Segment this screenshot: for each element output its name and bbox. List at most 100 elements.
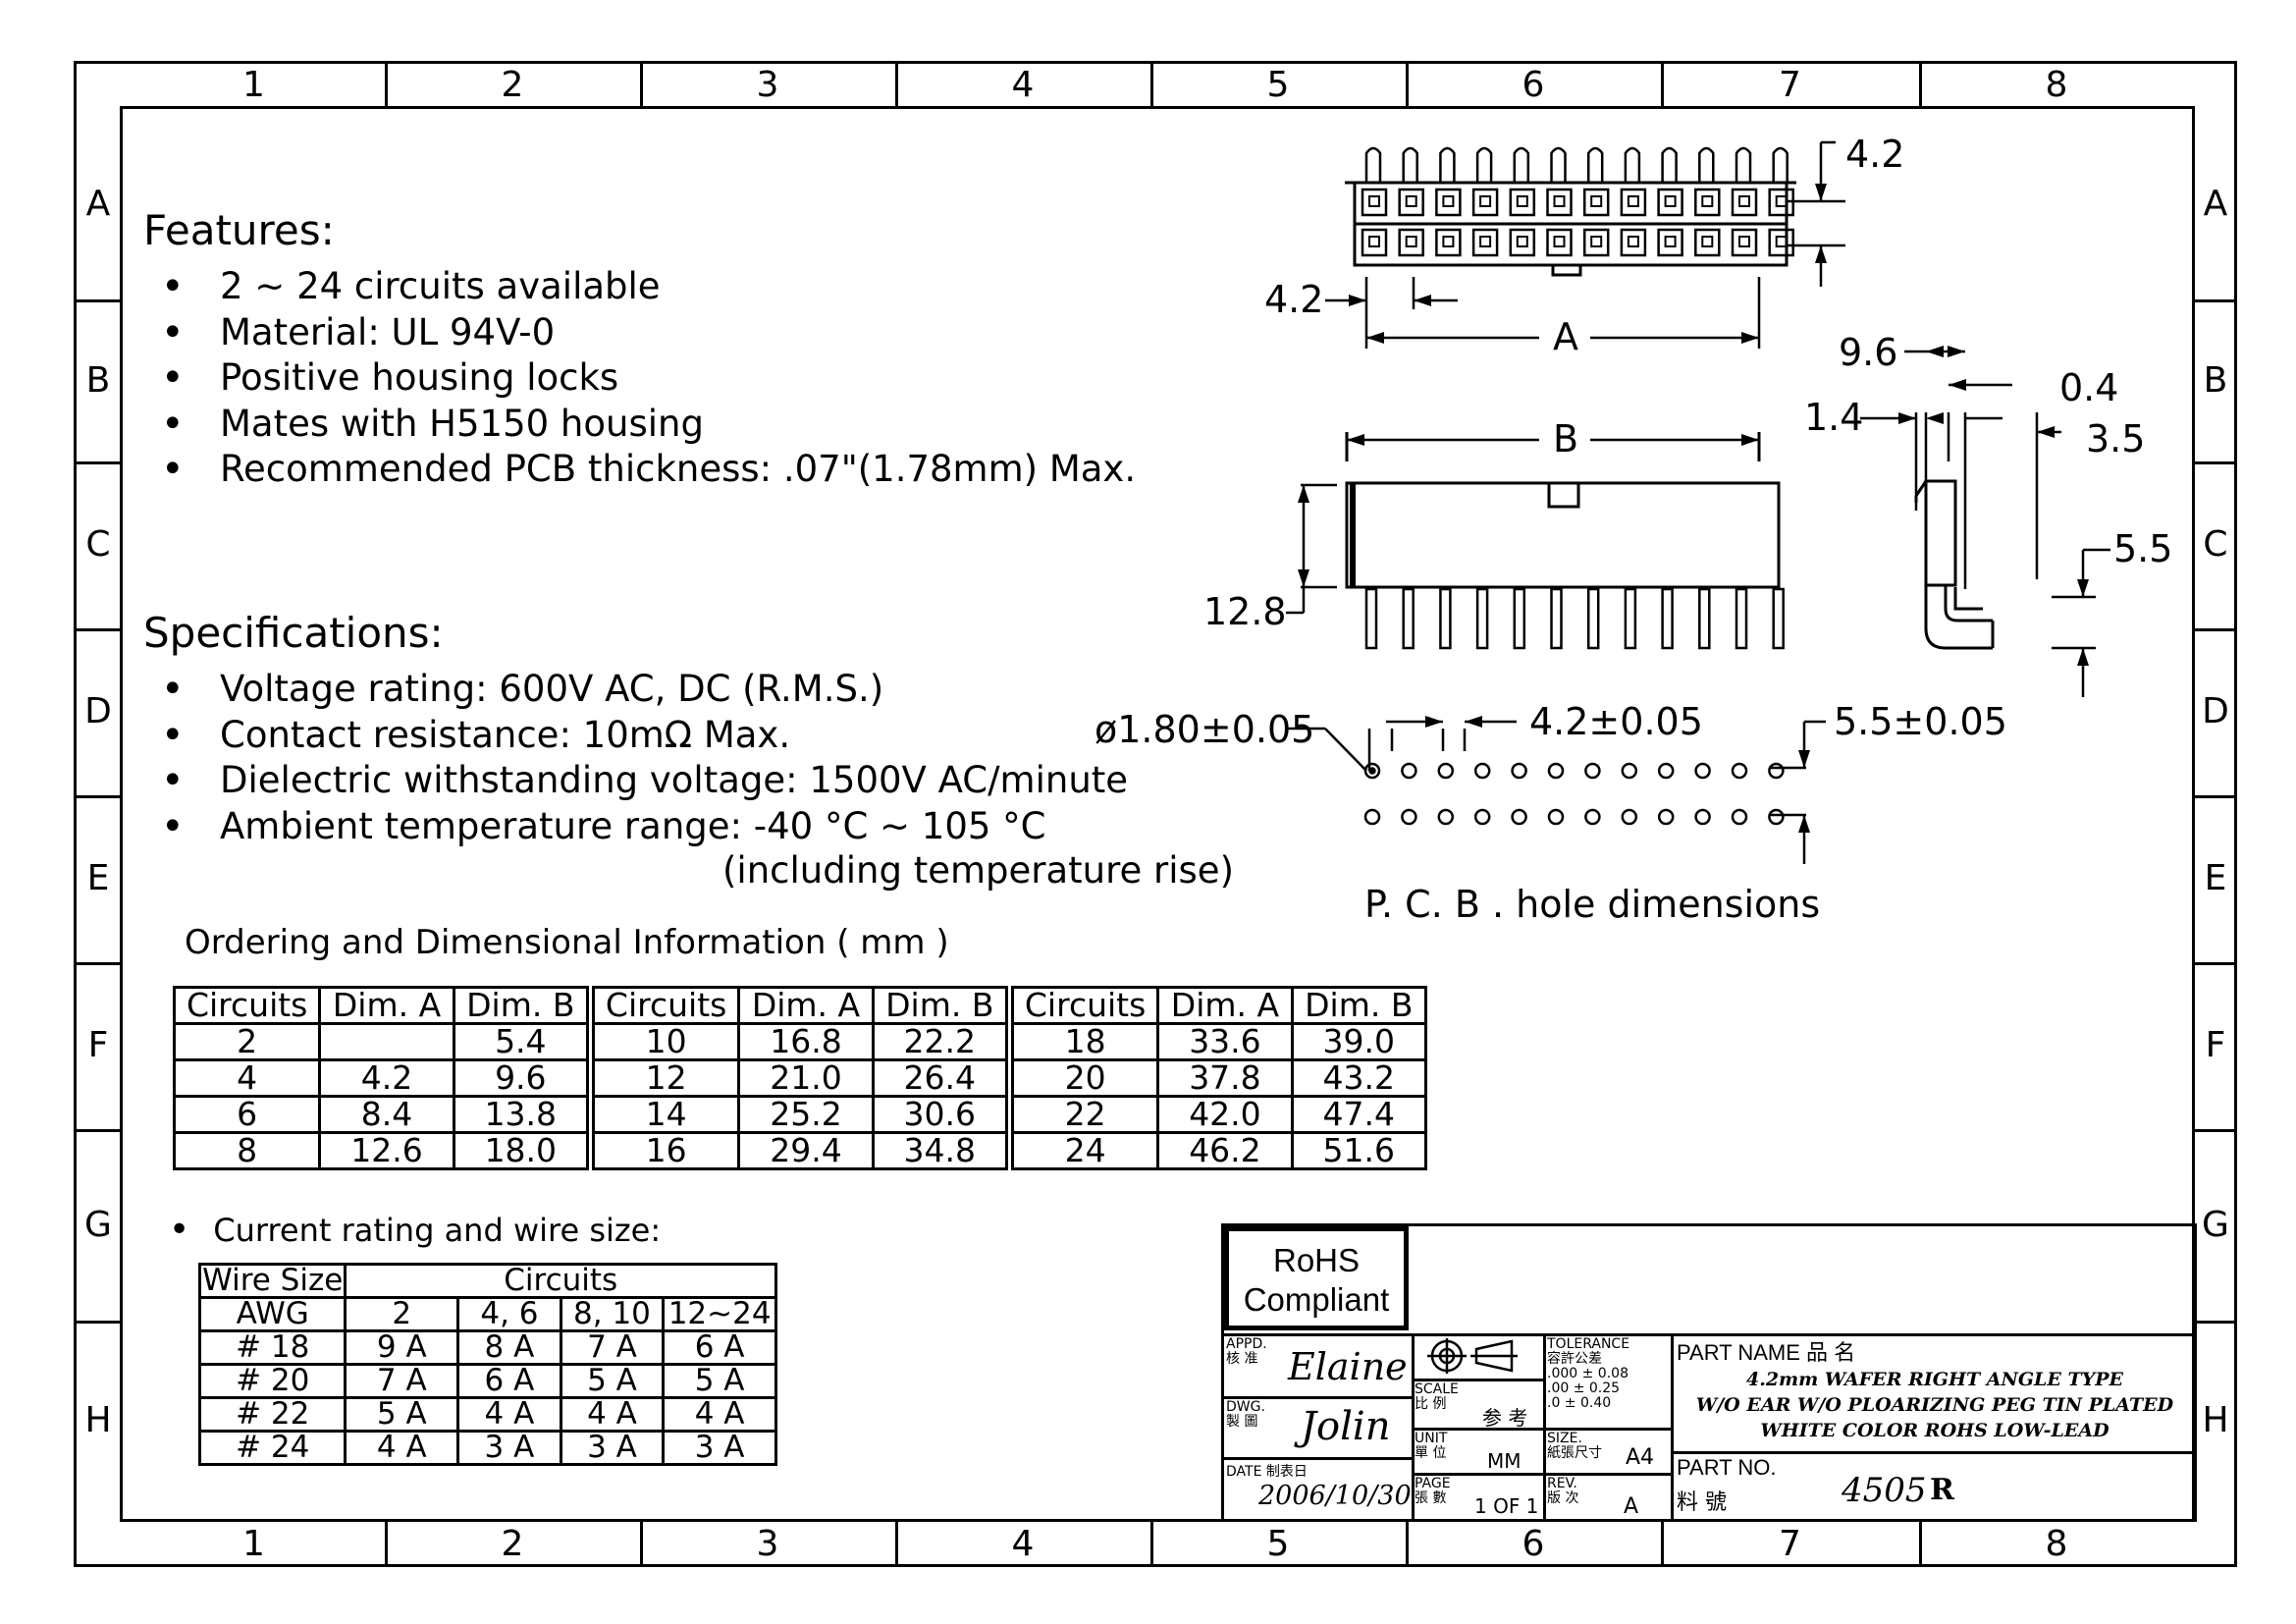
- unit-label-wrap: UNIT 單 位: [1415, 1432, 1447, 1461]
- circuit-group: 2: [344, 1296, 460, 1332]
- cavity-contact: [1738, 195, 1750, 207]
- table-cell: 7 A: [559, 1329, 666, 1366]
- zone-column-label: 4: [1011, 1524, 1035, 1564]
- tolerance-wrap: TOLERANCE 容許公差 .000 ± 0.08 .00 ± 0.25 .0…: [1547, 1337, 1629, 1411]
- table-cell: 8: [172, 1131, 322, 1170]
- specifications-heading: Specifications:: [143, 609, 444, 657]
- specifications-list: Voltage rating: 600V AC, DC (R.M.S.) Con…: [143, 667, 1128, 849]
- spec-item: Contact resistance: 10mΩ Max.: [143, 713, 1128, 759]
- size-cn: 紙張尺寸: [1547, 1445, 1602, 1461]
- cavity-contact: [1664, 236, 1677, 247]
- pin: [1735, 146, 1752, 183]
- rohs-line2: Compliant: [1243, 1281, 1390, 1318]
- pin: [1513, 146, 1530, 183]
- pin: [1550, 146, 1567, 183]
- scale-label: SCALE: [1415, 1381, 1459, 1397]
- zone-column-label: 7: [1779, 65, 1801, 105]
- zone-column-label: 3: [756, 65, 779, 105]
- pin: [1439, 146, 1456, 183]
- dim-left-pitch: 4.2: [1264, 278, 1324, 321]
- page-value: 1 OF 1: [1474, 1494, 1539, 1518]
- cavity: [1582, 188, 1610, 217]
- pin: [1624, 146, 1641, 183]
- zone-divider: [76, 299, 120, 302]
- pcb-hole: [1584, 762, 1601, 780]
- table-cell: 33.6: [1156, 1022, 1294, 1061]
- pin: [1772, 587, 1785, 650]
- zone-divider: [76, 795, 120, 798]
- zone-row-label: C: [85, 524, 111, 565]
- table-cell: 3 A: [456, 1430, 562, 1466]
- zone-divider: [2195, 299, 2236, 302]
- spec-item: Ambient temperature range: -40 °C ~ 105 …: [143, 804, 1128, 850]
- part-name-block: 4.2mm WAFER RIGHT ANGLE TYPE W/O EAR W/O…: [1677, 1367, 2193, 1443]
- spec-item: Dielectric withstanding voltage: 1500V A…: [143, 758, 1128, 804]
- zone-row-label: E: [2204, 858, 2227, 898]
- cavity: [1509, 228, 1536, 257]
- table-cell: 7 A: [344, 1363, 460, 1399]
- zone-row-label: E: [86, 858, 110, 898]
- header-awg: AWG: [197, 1296, 347, 1332]
- zone-column-label: 3: [756, 1524, 779, 1564]
- feature-item: 2 ~ 24 circuits available: [143, 264, 1136, 310]
- zone-row-label: H: [2202, 1399, 2229, 1440]
- specifications-section: Specifications: Voltage rating: 600V AC,…: [143, 609, 1234, 892]
- cavity-contact: [1627, 195, 1639, 207]
- zone-divider: [1406, 1522, 1409, 1565]
- table-cell: 4 A: [344, 1430, 460, 1466]
- pcb-hole: [1768, 762, 1785, 780]
- table-cell: 37.8: [1156, 1058, 1294, 1098]
- rev-label-wrap: REV. 版 次: [1547, 1477, 1578, 1506]
- size-value: A4: [1626, 1445, 1655, 1470]
- table-cell: 4.2: [318, 1058, 455, 1098]
- pcb-hole: [1657, 808, 1675, 826]
- pin: [1772, 146, 1789, 183]
- cavity: [1768, 228, 1794, 257]
- header-wire-size: Wire Size: [197, 1263, 347, 1299]
- cavity-contact: [1405, 195, 1417, 207]
- zone-row-label: A: [2203, 183, 2228, 224]
- dim-a-label: A: [1553, 315, 1578, 358]
- rohs-line1: RoHS: [1272, 1242, 1361, 1278]
- cavity-contact: [1775, 236, 1788, 247]
- pcb-hole: [1511, 762, 1527, 780]
- zone-divider: [1919, 63, 1922, 106]
- cavity-contact: [1553, 236, 1566, 247]
- dim-5-5: 5.5: [2113, 527, 2173, 570]
- page-label-wrap: PAGE 張 數: [1415, 1477, 1451, 1506]
- zone-divider: [640, 1522, 643, 1565]
- zone-divider: [2195, 962, 2236, 965]
- pcb-hole: [1437, 762, 1455, 780]
- table-cell: 9 A: [344, 1329, 460, 1366]
- table-cell: 39.0: [1290, 1022, 1428, 1061]
- cavity-contact: [1590, 236, 1603, 247]
- table-cell: 4 A: [559, 1396, 666, 1433]
- pcb-hole: [1768, 808, 1785, 826]
- table-cell: 4 A: [456, 1396, 562, 1433]
- pcb-caption: P. C. B . hole dimensions: [1364, 883, 1821, 926]
- part-name-label: PART NAME 品 名: [1677, 1340, 1856, 1365]
- pin: [1439, 587, 1452, 650]
- table-cell: 29.4: [737, 1131, 875, 1170]
- projection-symbol-icon: [1427, 1338, 1518, 1374]
- cavity-contact: [1368, 236, 1380, 247]
- zone-divider: [2195, 795, 2236, 798]
- table-cell: Dim. B: [452, 986, 592, 1025]
- rev-value: A: [1624, 1494, 1639, 1519]
- cavity-contact: [1701, 236, 1714, 247]
- zone-divider: [76, 962, 120, 965]
- pin: [1550, 587, 1563, 650]
- table-cell: Dim. A: [318, 986, 455, 1025]
- spec-item: Voltage rating: 600V AC, DC (R.M.S.): [143, 667, 1128, 713]
- zone-divider: [640, 63, 643, 106]
- part-no-label: PART NO.: [1677, 1455, 1777, 1480]
- cavity: [1435, 188, 1462, 217]
- cavity: [1546, 228, 1573, 257]
- zone-divider: [1150, 1522, 1153, 1565]
- appd-value: Elaine: [1288, 1345, 1408, 1388]
- rev-label: REV.: [1547, 1476, 1577, 1491]
